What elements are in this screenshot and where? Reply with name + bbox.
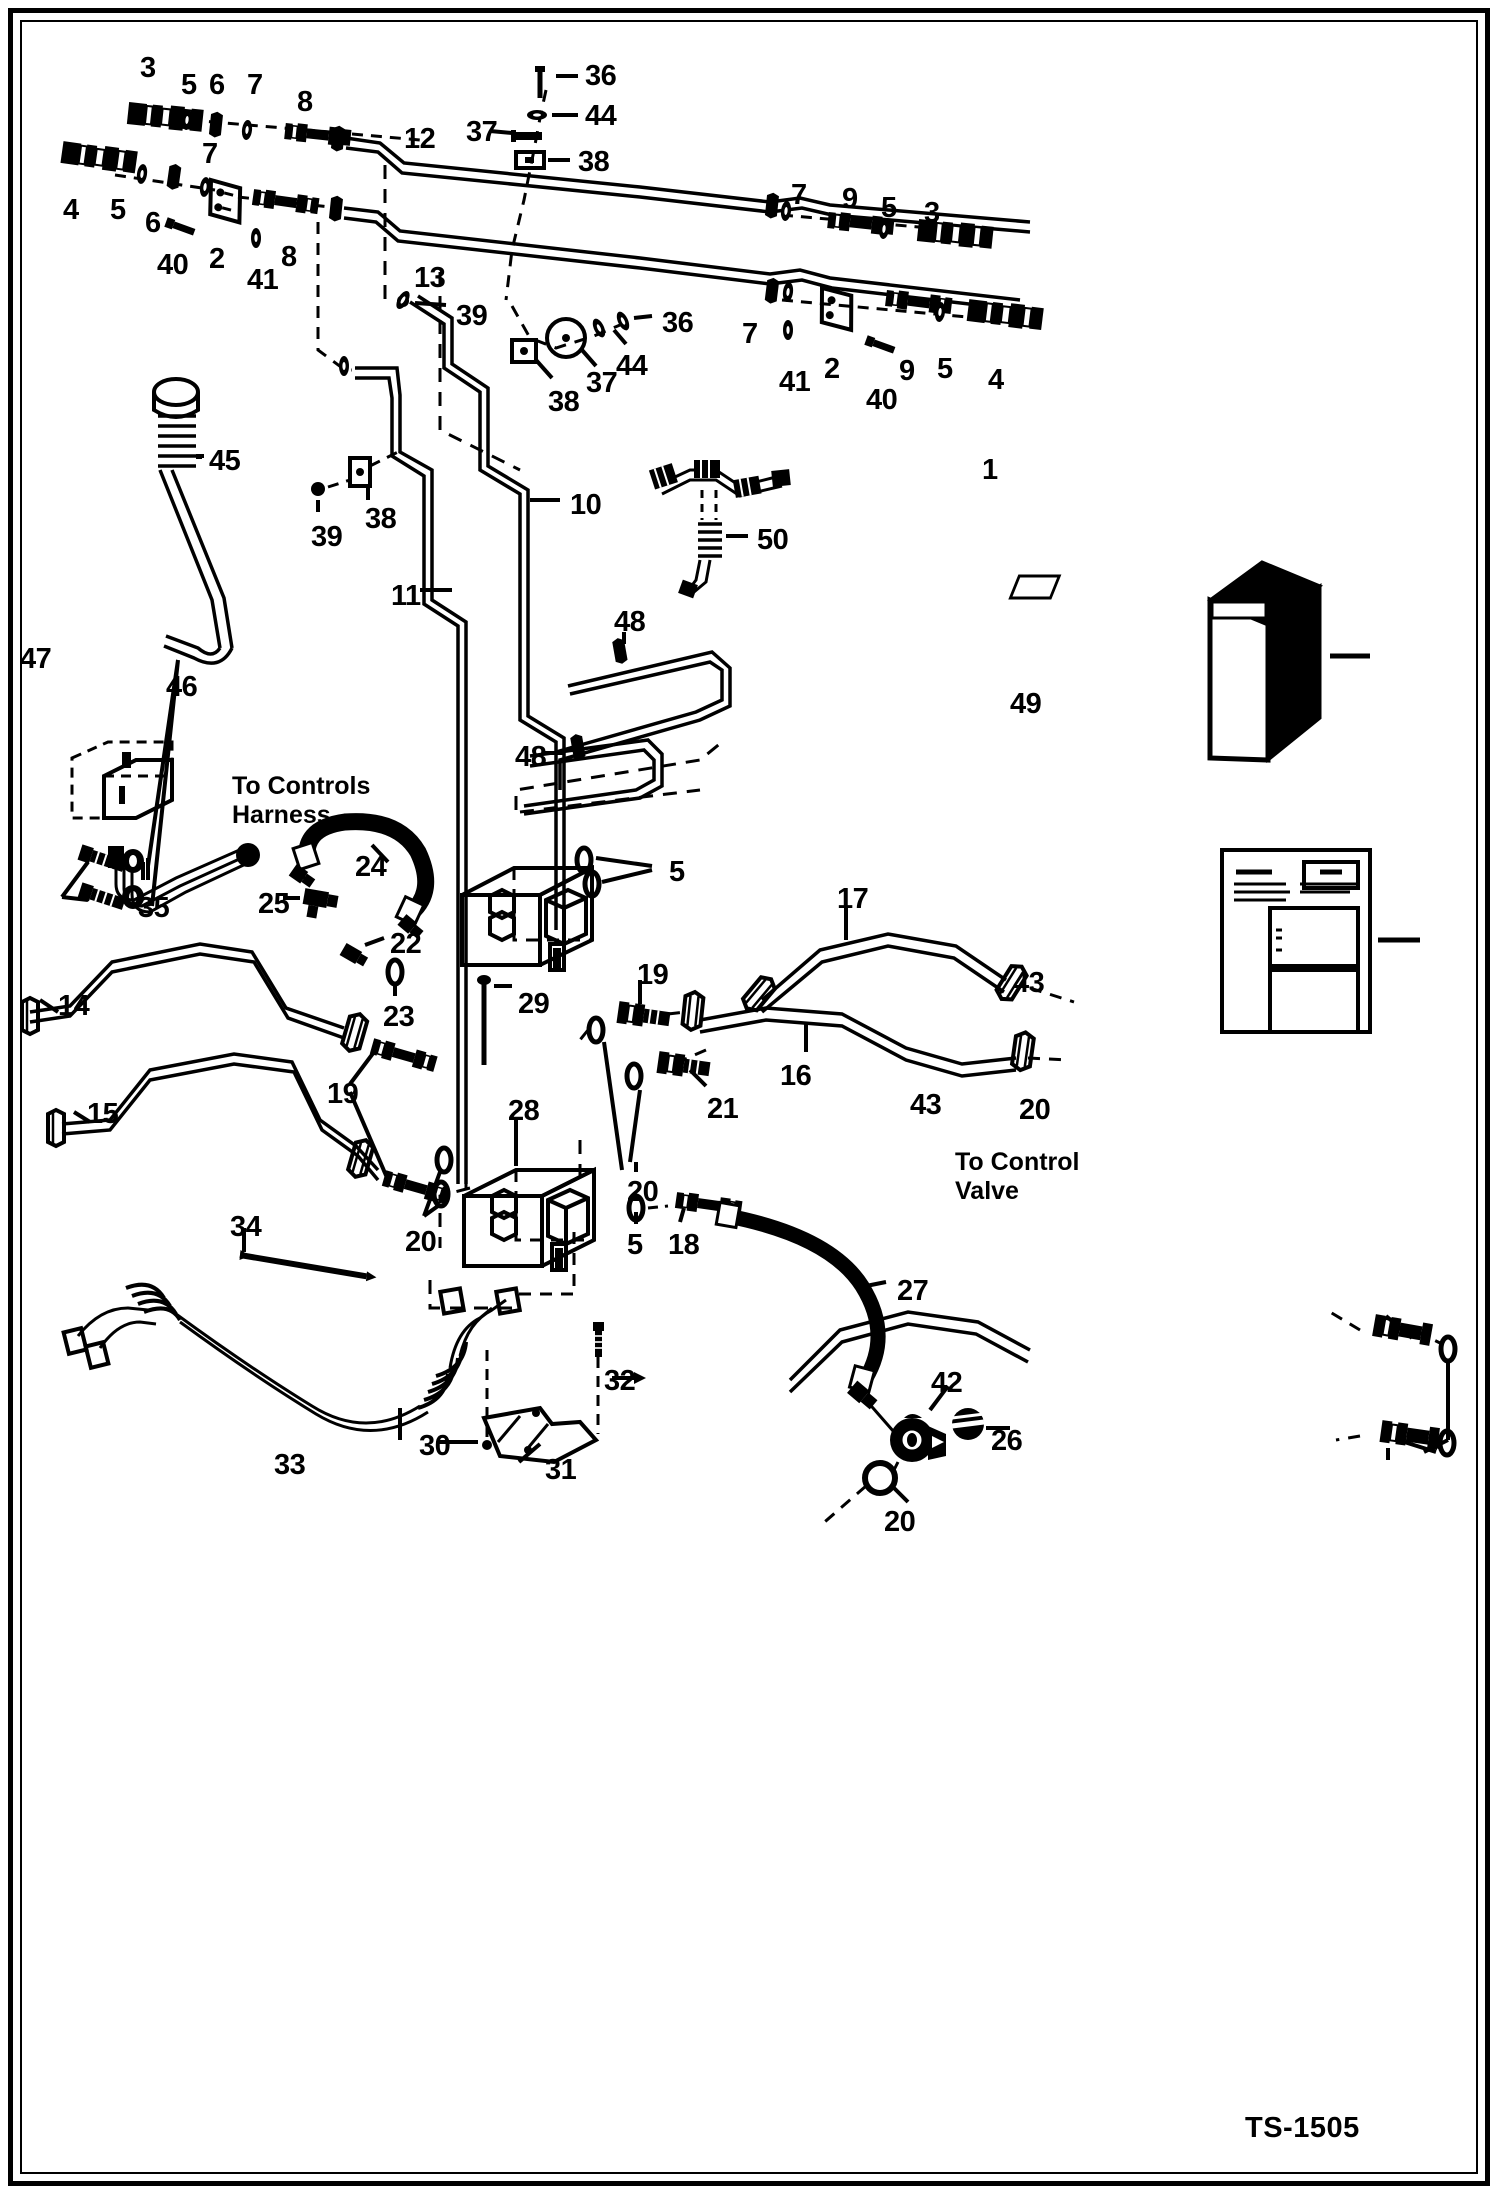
callout-number-1: 1 xyxy=(982,454,998,486)
callout-number-23: 23 xyxy=(383,1001,415,1033)
callout-number-12: 12 xyxy=(404,123,436,155)
callout-number-15: 15 xyxy=(87,1098,119,1130)
callout-number-16: 16 xyxy=(780,1060,812,1092)
page-border-outer xyxy=(8,8,1490,2186)
callout-number-5: 5 xyxy=(110,194,126,226)
callout-number-33: 33 xyxy=(274,1449,306,1481)
callout-number-38: 38 xyxy=(548,386,580,418)
callout-number-36: 36 xyxy=(662,307,694,339)
callout-number-45: 45 xyxy=(209,445,241,477)
callout-number-43: 43 xyxy=(910,1089,942,1121)
drawing-number: TS-1505 xyxy=(1245,2112,1360,2144)
callout-number-4: 4 xyxy=(988,364,1004,396)
callout-number-31: 31 xyxy=(545,1454,577,1486)
callout-number-8: 8 xyxy=(281,241,297,273)
callout-number-14: 14 xyxy=(58,990,90,1022)
callout-number-50: 50 xyxy=(757,524,789,556)
callout-number-44: 44 xyxy=(585,100,617,132)
callout-number-9: 9 xyxy=(899,355,915,387)
callout-number-32: 32 xyxy=(604,1365,636,1397)
callout-number-13: 13 xyxy=(414,262,446,294)
callout-number-3: 3 xyxy=(140,52,156,84)
callout-number-48: 48 xyxy=(614,606,646,638)
callout-number-40: 40 xyxy=(866,384,898,416)
callout-number-43: 43 xyxy=(1013,967,1045,999)
callout-number-41: 41 xyxy=(247,264,279,296)
callout-number-2: 2 xyxy=(209,243,225,275)
callout-number-7: 7 xyxy=(742,318,758,350)
callout-number-35: 35 xyxy=(138,892,170,924)
callout-number-48: 48 xyxy=(515,741,547,773)
note-to-controls-harness: To Controls Harness xyxy=(232,772,371,829)
callout-number-29: 29 xyxy=(518,988,550,1020)
callout-number-3: 3 xyxy=(924,197,940,229)
callout-number-36: 36 xyxy=(585,60,617,92)
callout-number-5: 5 xyxy=(937,353,953,385)
callout-number-37: 37 xyxy=(466,116,498,148)
callout-number-10: 10 xyxy=(570,489,602,521)
callout-number-38: 38 xyxy=(365,503,397,535)
callout-number-19: 19 xyxy=(327,1078,359,1110)
callout-number-18: 18 xyxy=(668,1229,700,1261)
callout-number-5: 5 xyxy=(627,1229,643,1261)
callout-number-42: 42 xyxy=(931,1367,963,1399)
callout-number-2: 2 xyxy=(824,353,840,385)
callout-number-5: 5 xyxy=(881,192,897,224)
callout-number-21: 21 xyxy=(707,1093,739,1125)
callout-number-6: 6 xyxy=(145,207,161,239)
callout-number-25: 25 xyxy=(258,888,290,920)
callout-number-4: 4 xyxy=(63,194,79,226)
callout-number-19: 19 xyxy=(637,959,669,991)
callout-number-40: 40 xyxy=(157,249,189,281)
callout-number-49: 49 xyxy=(1010,688,1042,720)
callout-number-22: 22 xyxy=(390,928,422,960)
callout-number-20: 20 xyxy=(884,1506,916,1538)
callout-number-9: 9 xyxy=(842,183,858,215)
callout-number-17: 17 xyxy=(837,883,869,915)
note-to-control-valve: To Control Valve xyxy=(955,1148,1080,1205)
callout-number-28: 28 xyxy=(508,1095,540,1127)
callout-number-7: 7 xyxy=(791,179,807,211)
callout-number-39: 39 xyxy=(311,521,343,553)
callout-number-6: 6 xyxy=(209,69,225,101)
callout-number-44: 44 xyxy=(616,350,648,382)
callout-number-5: 5 xyxy=(669,856,685,888)
callout-number-5: 5 xyxy=(181,69,197,101)
callout-number-46: 46 xyxy=(166,671,198,703)
callout-number-20: 20 xyxy=(627,1176,659,1208)
callout-number-8: 8 xyxy=(297,86,313,118)
callout-number-26: 26 xyxy=(991,1425,1023,1457)
callout-number-11: 11 xyxy=(391,580,421,612)
callout-number-20: 20 xyxy=(405,1226,437,1258)
callout-number-41: 41 xyxy=(779,366,811,398)
callout-number-7: 7 xyxy=(202,138,218,170)
callout-number-30: 30 xyxy=(419,1430,451,1462)
callout-number-7: 7 xyxy=(247,69,263,101)
callout-number-47: 47 xyxy=(20,643,52,675)
callout-number-20: 20 xyxy=(1019,1094,1051,1126)
callout-number-38: 38 xyxy=(578,146,610,178)
callout-number-27: 27 xyxy=(897,1275,929,1307)
callout-number-34: 34 xyxy=(230,1211,262,1243)
callout-number-39: 39 xyxy=(456,300,488,332)
callout-number-37: 37 xyxy=(586,367,618,399)
page-border-inner xyxy=(20,20,1478,2174)
callout-number-24: 24 xyxy=(355,851,387,883)
